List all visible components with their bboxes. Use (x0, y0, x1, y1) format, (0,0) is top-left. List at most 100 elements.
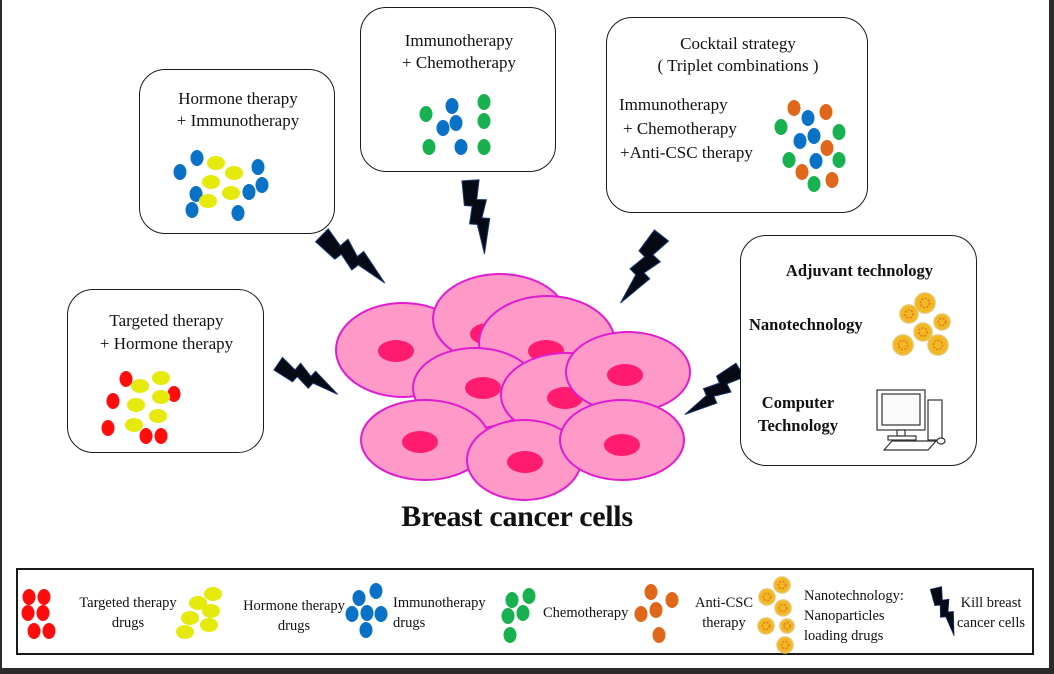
cell-nucleus (607, 364, 643, 386)
immuno-drug-dot (251, 159, 265, 175)
immuno-drug-dot (807, 128, 821, 144)
nanoparticle-shell (899, 304, 919, 324)
legend-hormone-line2: drugs (277, 618, 311, 634)
adjuvant-title: Adjuvant technology (785, 261, 934, 280)
legend-hormone-dot (181, 611, 199, 625)
legend-anticsc-dot (644, 584, 658, 600)
nanotechnology-label: Nanotechnology (749, 315, 863, 334)
anticsc-drug-dot (820, 140, 834, 156)
bolt-shape (684, 362, 746, 416)
hormone-drug-dot (199, 194, 217, 208)
targeted-drug-dot (154, 428, 168, 444)
immuno-drug-dot (801, 110, 815, 126)
hormone-drug-dot (225, 166, 243, 180)
legend-kill-line1: Kill breast (960, 595, 1022, 611)
legend-nanoparticle-icon (779, 618, 795, 634)
cocktail-line3: +Anti-CSC therapy (620, 143, 753, 162)
nanoparticle-shell (913, 322, 933, 342)
cocktail-subtitle: ( Triplet combinations ) (657, 56, 819, 75)
hormone-drug-dot (222, 186, 240, 200)
legend-nanoparticle-icon (774, 599, 792, 617)
monitor-screen (881, 393, 921, 426)
cocktail-line1: Immunotherapy (619, 95, 728, 114)
chemo-drug-dot (807, 176, 821, 192)
legend-nano-line1: Nanotechnology: (804, 588, 904, 604)
nanoparticle-shell (773, 576, 791, 594)
targeted-drug-dot (167, 386, 181, 402)
legend-nanoparticle-icon (776, 636, 794, 654)
nanoparticle-shell (933, 313, 951, 331)
nanoparticle-icon (899, 304, 919, 324)
legend-immuno-line1: Immunotherapy (393, 595, 486, 611)
immuno-drug-dot (445, 98, 459, 114)
anticsc-drug-dot (787, 100, 801, 116)
legend-targeted-line2: drugs (111, 615, 145, 631)
bolt-shape (461, 179, 491, 255)
breast-cancer-cells-label: Breast cancer cells (401, 500, 633, 533)
chemo-drug-dot (774, 119, 788, 135)
keyboard (882, 440, 938, 451)
nanoparticle-shell (774, 599, 792, 617)
anticsc-drug-dot (795, 164, 809, 180)
legend-nanoparticle-icon (758, 588, 776, 606)
immuno-drug-dot (189, 186, 203, 202)
cell-nucleus (378, 340, 414, 362)
nanoparticle-shell (914, 292, 936, 314)
lightning-bolt-icon (314, 227, 386, 284)
legend-anticsc-dot (665, 592, 679, 608)
legend-chemo-dot (503, 627, 517, 643)
nanoparticle-shell (927, 334, 949, 356)
legend-targeted-dot (27, 623, 41, 639)
legend-immuno-dot (345, 606, 359, 622)
bolt-shape (314, 227, 386, 284)
cocktail-line2: + Chemotherapy (623, 119, 737, 138)
legend-immuno-dot (359, 622, 373, 638)
legend-immuno-dot (360, 605, 374, 621)
targeted-drug-dot (139, 428, 153, 444)
box-title-line1: Targeted therapy (109, 311, 224, 330)
legend-hormone-line1: Hormone therapy (243, 598, 345, 614)
legend-targeted-dot (36, 605, 50, 621)
bolt-shape (620, 229, 670, 304)
immuno-drug-dot (436, 120, 450, 136)
legend-targeted-dot (21, 605, 35, 621)
cell-nucleus (402, 431, 438, 453)
immuno-drug-dot (809, 153, 823, 169)
legend-nano-line2: Nanoparticles (804, 608, 885, 624)
legend-immuno-line2: drugs (393, 615, 426, 631)
chemo-drug-dot (477, 113, 491, 129)
legend-anticsc-line1: Anti-CSC (694, 595, 753, 611)
immuno-drug-dot (454, 139, 468, 155)
chemo-drug-dot (832, 152, 846, 168)
mouse (936, 437, 946, 445)
legend-immuno-dot (369, 583, 383, 599)
legend-targeted-dot (37, 589, 51, 605)
nanoparticle-shell (776, 636, 794, 654)
nanoparticle-core (783, 622, 791, 630)
legend-nano-line3: loading drugs (804, 628, 884, 644)
box-targeted-hormone: Targeted therapy + Hormone therapy (67, 289, 264, 453)
cell-nucleus (604, 434, 640, 456)
immuno-drug-dot (242, 184, 256, 200)
nanoparticle-icon (927, 334, 949, 356)
nanoparticle-core (919, 297, 931, 309)
chemo-drug-dot (419, 106, 433, 122)
nanoparticle-core (918, 327, 928, 337)
nanoparticle-shell (758, 588, 776, 606)
legend-targeted-dot (22, 589, 36, 605)
immuno-drug-dot (185, 202, 199, 218)
immuno-drug-dot (449, 115, 463, 131)
lightning-bolt-icon (461, 179, 491, 255)
nanoparticle-core (897, 339, 909, 351)
immuno-drug-dot (173, 164, 187, 180)
legend: Targeted therapy drugs Hormone therapy d… (16, 568, 1034, 655)
chemo-drug-dot (782, 152, 796, 168)
box-title-line2: + Chemotherapy (402, 53, 516, 72)
nanoparticle-core (937, 317, 947, 327)
monitor-base (887, 435, 917, 441)
targeted-drug-dot (119, 371, 133, 387)
targeted-drug-dot (106, 393, 120, 409)
